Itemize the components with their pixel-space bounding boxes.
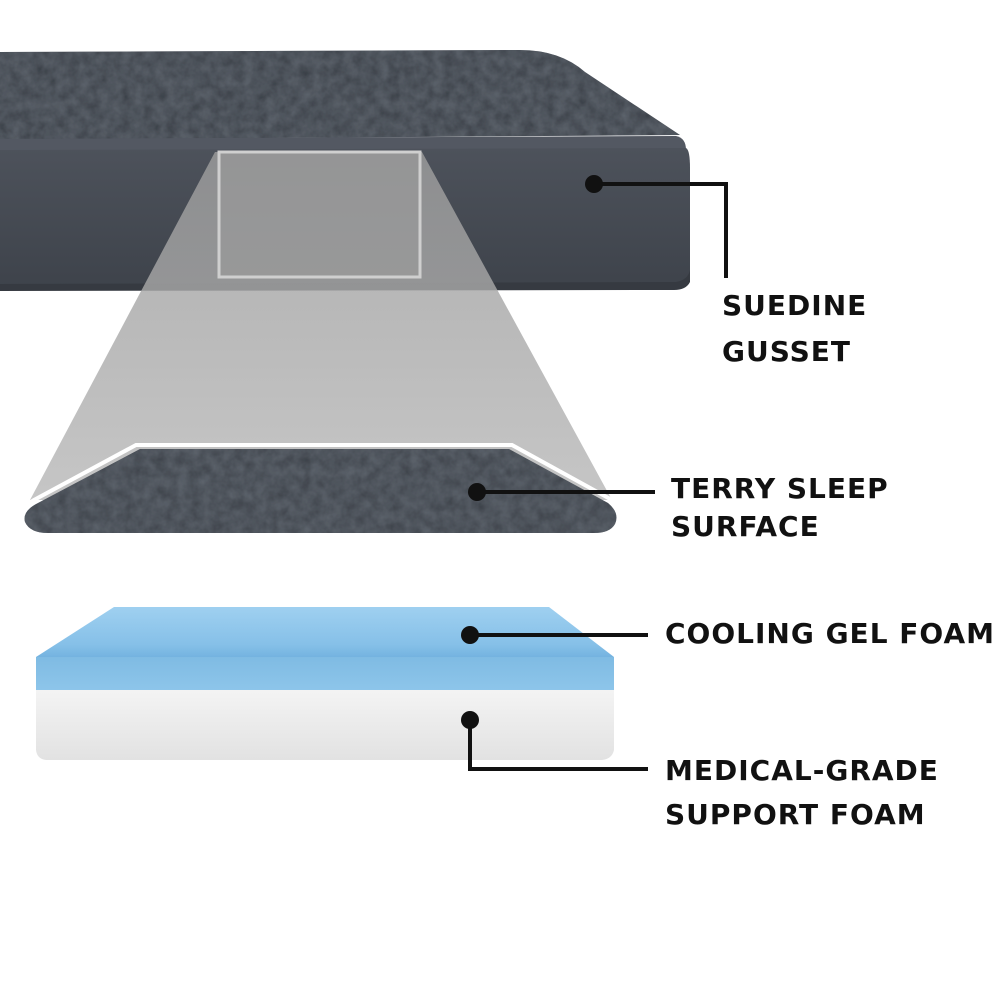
terry-swatch-outline <box>17 443 624 539</box>
magnifier-window <box>217 150 422 279</box>
terry-top-cover <box>0 50 680 140</box>
label-line: MEDICAL-GRADE <box>665 754 939 787</box>
terry-swatch <box>24 449 617 533</box>
support-foam-layer <box>36 688 614 760</box>
magnifier-projection <box>30 152 612 500</box>
callout-dot <box>468 483 486 501</box>
callout-dot <box>585 175 603 193</box>
callout-cooling-gel-foam <box>461 626 648 644</box>
gusset-piping <box>0 136 686 152</box>
label-line: COOLING GEL FOAM <box>665 617 995 650</box>
terry-sleep-surface-swatch <box>17 443 624 539</box>
cooling-gel-foam-top <box>36 607 614 657</box>
callout-terry-sleep-surface <box>468 483 655 501</box>
label-line: SURFACE <box>671 510 820 543</box>
callout-medical-grade-support-foam <box>461 711 648 771</box>
callout-suedine-gusset <box>585 175 728 278</box>
foam-core <box>36 607 614 760</box>
label-suedine-gusset: SUEDINE GUSSET <box>722 283 867 375</box>
callout-dot <box>461 626 479 644</box>
label-line: TERRY SLEEP <box>671 472 889 505</box>
label-cooling-gel-foam: COOLING GEL FOAM <box>665 614 995 654</box>
label-line: GUSSET <box>722 335 852 368</box>
label-line: SUPPORT FOAM <box>665 798 926 831</box>
label-line: SUEDINE <box>722 289 868 322</box>
label-terry-sleep-surface: TERRY SLEEP SURFACE <box>671 470 889 546</box>
magnifier-cone <box>30 150 612 500</box>
label-medical-grade-support-foam: MEDICAL-GRADE SUPPORT FOAM <box>665 749 939 837</box>
cooling-gel-foam-side <box>36 657 614 690</box>
callout-dot <box>461 711 479 729</box>
